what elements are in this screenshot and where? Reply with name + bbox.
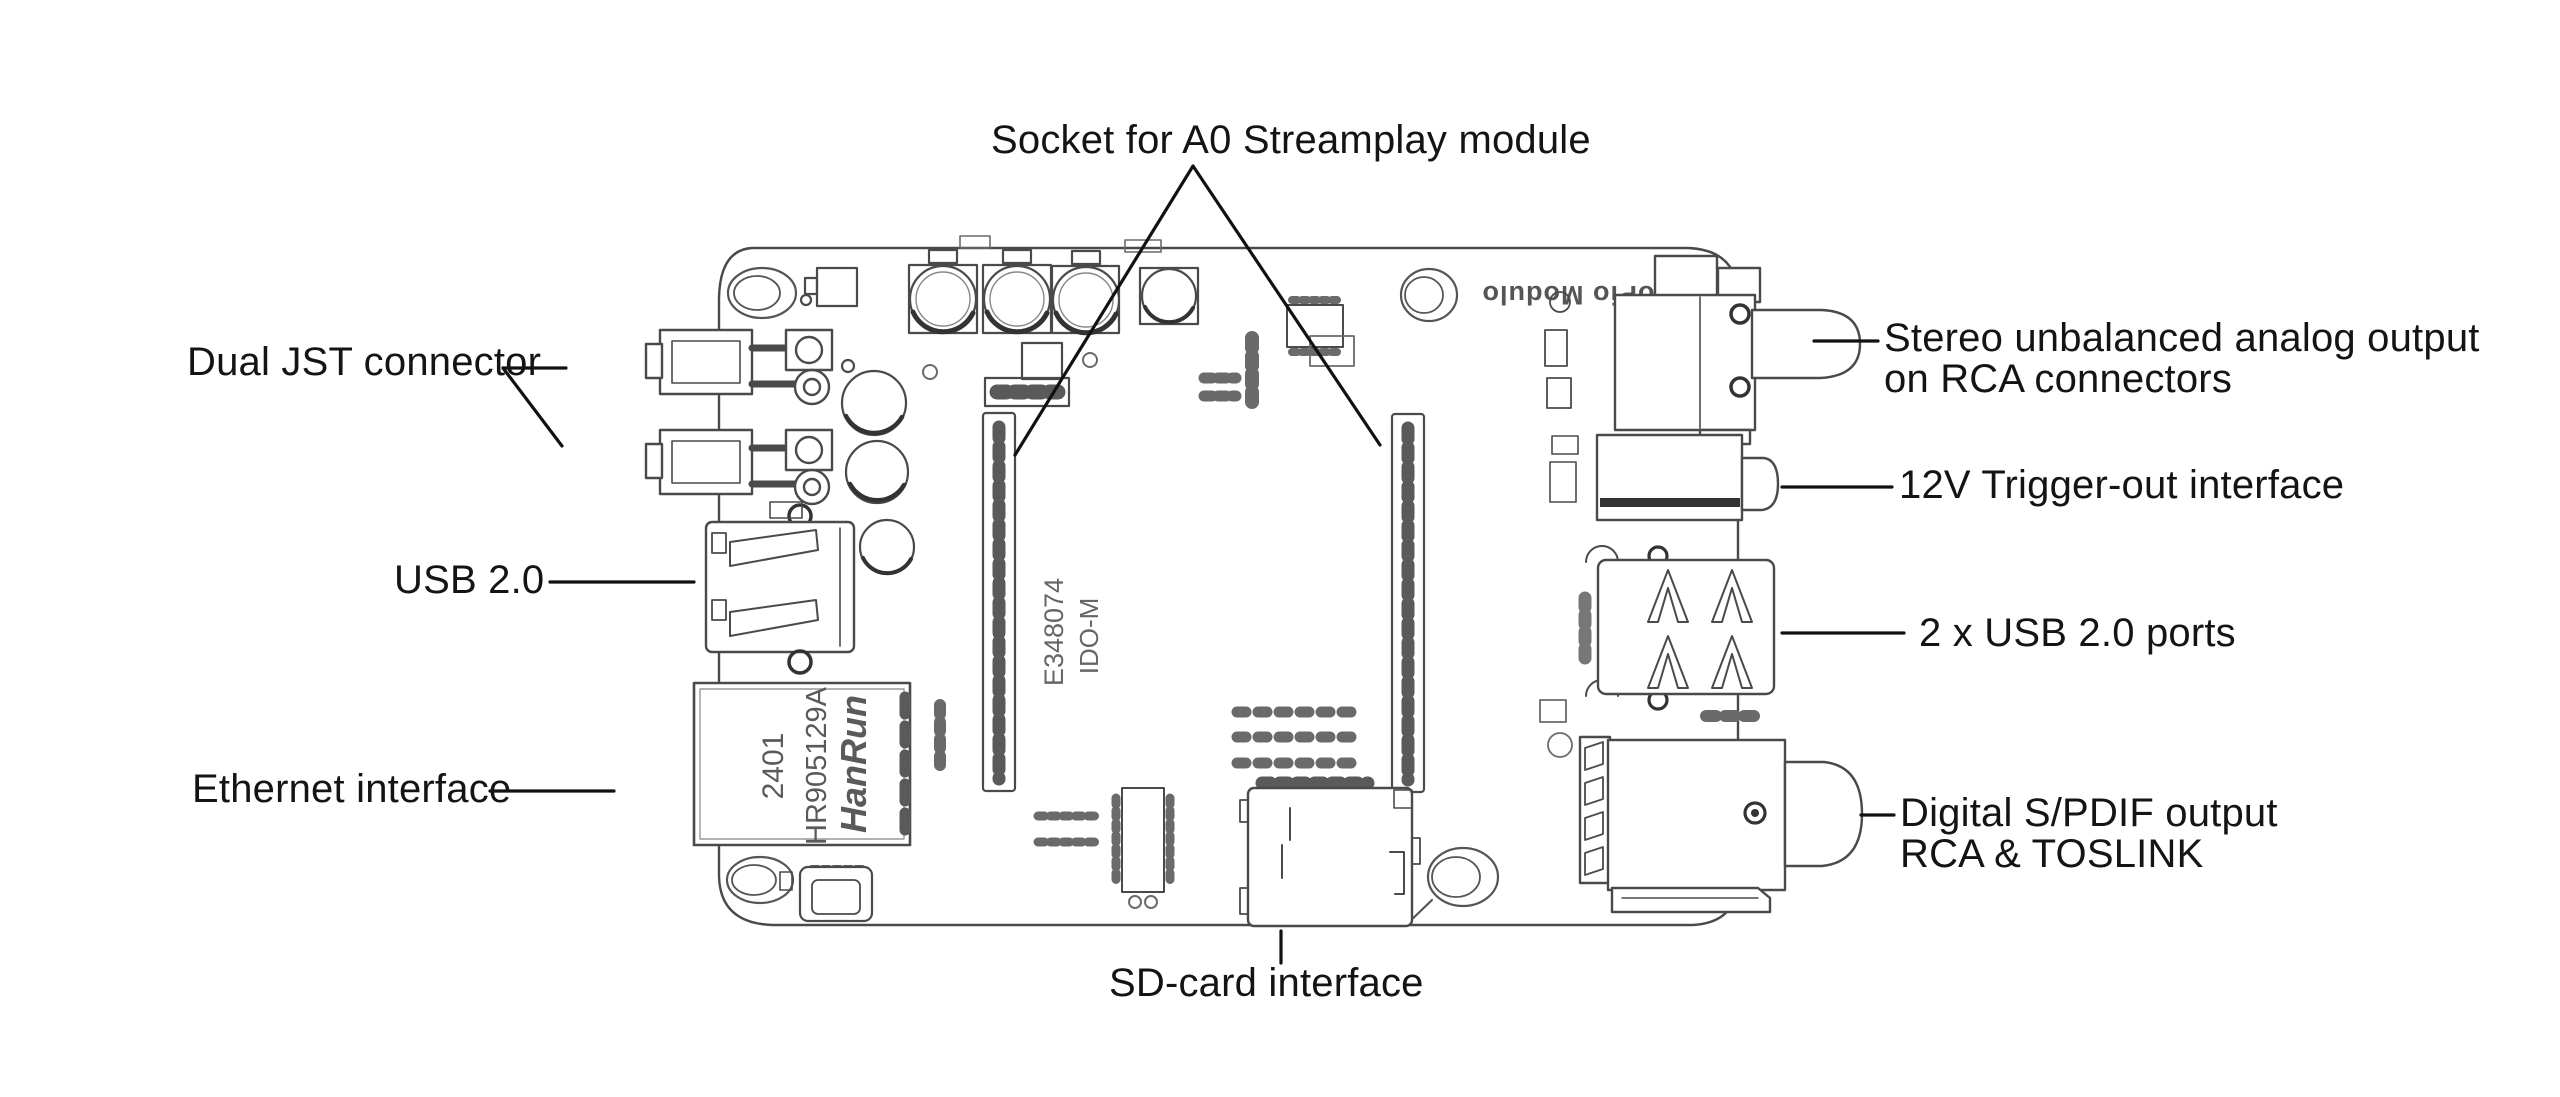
cert-code-text: E348074 xyxy=(1039,578,1069,686)
misc-components xyxy=(922,235,1768,909)
callout-stereo: Stereo unbalanced analog output on RCA c… xyxy=(1884,318,2480,400)
trigger-out-connector xyxy=(1544,291,1780,522)
ethernet-vendor-text: HanRun xyxy=(833,695,874,833)
callout-ethernet: Ethernet interface xyxy=(192,767,512,811)
jst-upper xyxy=(644,328,834,406)
usb-stack xyxy=(1578,545,1776,711)
callout-sd-card: SD-card interface xyxy=(1109,961,1424,1005)
jst-lower xyxy=(644,428,834,506)
capacitor-bank xyxy=(799,248,1200,576)
a0-socket-headers xyxy=(981,341,1426,794)
sd-card-slot xyxy=(1239,776,1421,928)
callout-spdif-line1: Digital S/PDIF output xyxy=(1900,791,2278,835)
ethernet-jack: HanRun HR905129A 2401 xyxy=(692,681,912,847)
board-code-text: IDO-M xyxy=(1074,598,1104,675)
usb-port-left xyxy=(704,501,856,675)
callout-spdif-line2: RCA & TOSLINK xyxy=(1900,831,2204,876)
callout-spdif: Digital S/PDIF output RCA & TOSLINK xyxy=(1900,793,2278,875)
ethernet-batch-text: 2401 xyxy=(757,733,790,800)
leader-socket-left xyxy=(1013,164,1195,457)
callout-socket: Socket for A0 Streamplay module xyxy=(991,118,1591,162)
spdif-output xyxy=(1578,735,1864,914)
jst-connectors xyxy=(644,328,834,506)
callout-dual-jst: Dual JST connector xyxy=(187,340,542,384)
rca-output xyxy=(1613,254,1862,446)
callout-usb: USB 2.0 xyxy=(394,558,545,602)
ethernet-model-text: HR905129A xyxy=(801,686,833,845)
callout-stereo-line2: on RCA connectors xyxy=(1884,356,2233,401)
leader-socket-right xyxy=(1191,164,1382,447)
leader-jst-lower xyxy=(501,366,564,448)
service-connector xyxy=(779,865,874,923)
callout-stereo-line1: Stereo unbalanced analog output xyxy=(1884,316,2480,360)
callout-usb-ports: 2 x USB 2.0 ports xyxy=(1919,611,2236,655)
callout-trigger: 12V Trigger-out interface xyxy=(1899,463,2345,507)
leader-lines xyxy=(488,164,1906,965)
